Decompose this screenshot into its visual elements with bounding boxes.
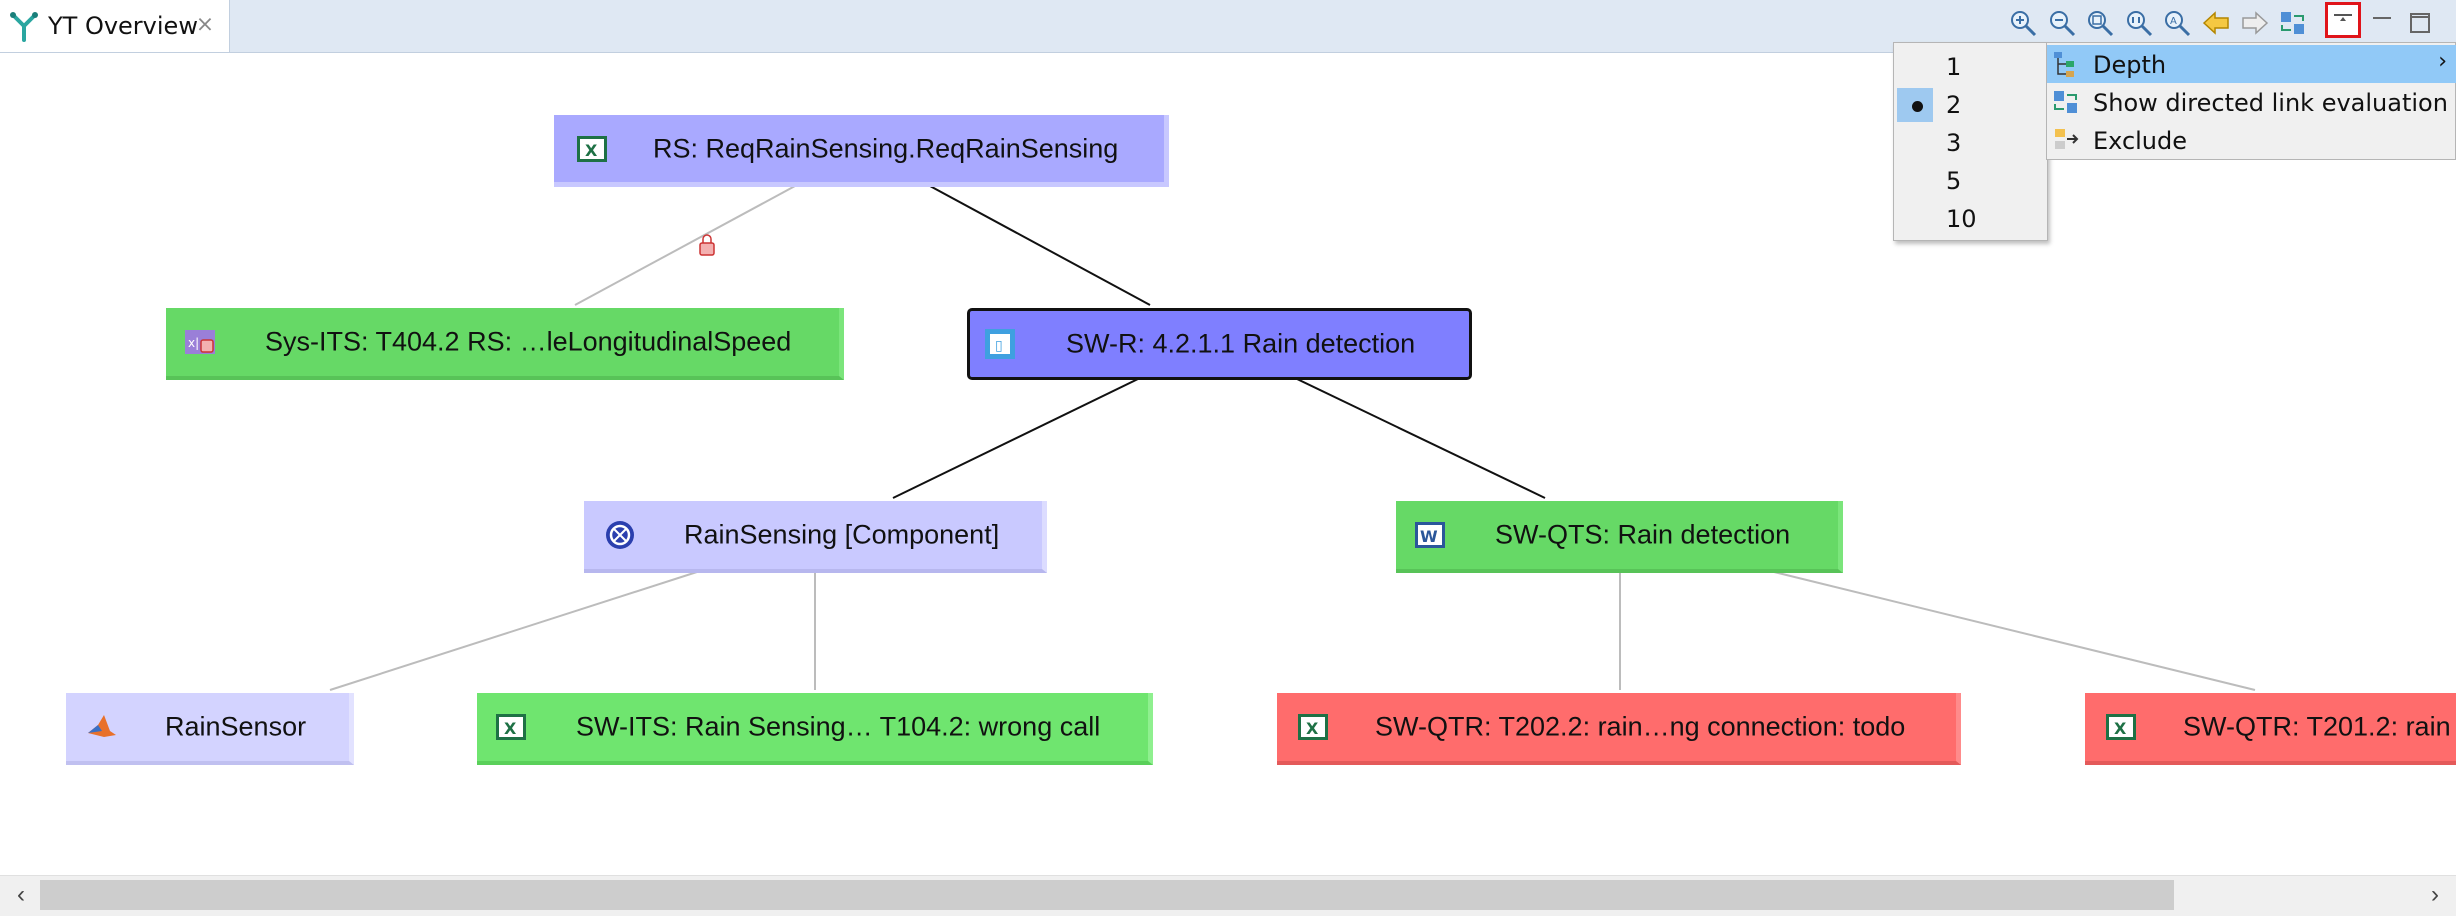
svg-text:X: X: [2114, 719, 2127, 738]
scroll-left-icon[interactable]: ‹: [17, 881, 25, 908]
graph-edges: [329, 185, 2256, 691]
component-icon: [604, 519, 636, 551]
node-sys-its[interactable]: x| Sys-ITS: T404.2 RS: …leLongitudinalSp…: [166, 308, 844, 380]
depth-option-10[interactable]: 10: [1946, 205, 1977, 233]
menu-item-show-directed-link-evaluation[interactable]: Show directed link evaluation: [2047, 83, 2456, 121]
scrollbar-thumb[interactable]: [40, 880, 2174, 910]
depth-option-5[interactable]: 5: [1946, 167, 1962, 195]
svg-text:x|: x|: [188, 336, 199, 350]
node-label: RS: ReqRainSensing.ReqRainSensing: [653, 133, 1119, 163]
edge-swr-rainsensing: [892, 377, 1141, 499]
node-label: Sys-ITS: T404.2 RS: …leLongitudinalSpeed: [265, 326, 792, 357]
submenu-arrow-icon: ›: [2438, 49, 2447, 74]
excel-icon: X: [2105, 711, 2137, 743]
node-sw-r[interactable]: ▯ SW-R: 4.2.1.1 Rain detection: [967, 308, 1472, 380]
node-sw-qts[interactable]: W SW-QTS: Rain detection: [1396, 501, 1843, 573]
close-tab-icon[interactable]: ⨯: [195, 11, 215, 36]
test-spec-lock-icon: x|: [184, 326, 216, 358]
view-dropdown-menu: Depth › Show directed link evaluation Ex…: [2046, 42, 2456, 160]
node-label: SW-ITS: Rain Sensing… T104.2: wrong call: [576, 711, 1101, 742]
refresh-link-icon[interactable]: [2278, 8, 2308, 38]
depth-option-3[interactable]: 3: [1946, 129, 1962, 157]
node-sw-qtr-t201[interactable]: X SW-QTR: T201.2: rain: [2085, 693, 2456, 765]
svg-text:X: X: [504, 719, 517, 738]
zoom-text-icon[interactable]: A: [2162, 8, 2192, 38]
depth-option-1[interactable]: 1: [1946, 53, 1962, 81]
excel-icon: X: [1297, 711, 1329, 743]
svg-text:W: W: [1420, 527, 1438, 546]
node-label: SW-QTR: T202.2: rain…ng connection: todo: [1375, 711, 1906, 742]
excel-icon: X: [576, 133, 608, 165]
edge-lock-icon: [699, 234, 715, 256]
node-sw-its[interactable]: X SW-ITS: Rain Sensing… T104.2: wrong ca…: [477, 693, 1153, 765]
depth-submenu: 1 2 3 5 10: [1893, 42, 2048, 241]
node-label: SW-R: 4.2.1.1 Rain detection: [1066, 328, 1416, 359]
minimize-icon[interactable]: [2367, 8, 2397, 38]
tab-title: YT Overview: [48, 12, 198, 40]
directed-link-icon: [2051, 87, 2081, 117]
maximize-icon[interactable]: [2405, 8, 2435, 38]
yt-logo-icon: [8, 12, 40, 42]
tab-yt-overview[interactable]: YT Overview ⨯: [0, 0, 230, 52]
depth-tree-icon: [2051, 49, 2081, 79]
zoom-in-icon[interactable]: [2008, 8, 2038, 38]
zoom-out-icon[interactable]: [2047, 8, 2077, 38]
back-arrow-icon[interactable]: [2201, 8, 2231, 38]
edge-swr-swqts: [1294, 377, 1546, 499]
edge-rs-sysits: [574, 185, 796, 306]
word-icon: W: [1414, 519, 1446, 551]
edge-rs-swr: [929, 185, 1151, 306]
editor-tab-bar: YT Overview ⨯ A: [0, 0, 2456, 53]
menu-item-depth[interactable]: Depth ›: [2047, 45, 2456, 83]
node-sw-qtr-t202[interactable]: X SW-QTR: T202.2: rain…ng connection: to…: [1277, 693, 1961, 765]
menu-item-exclude[interactable]: Exclude: [2047, 121, 2456, 159]
depth-option-2[interactable]: 2: [1894, 85, 2047, 123]
view-menu-icon: [2334, 14, 2352, 21]
svg-text:X: X: [585, 141, 598, 160]
horizontal-scrollbar[interactable]: ‹ ›: [0, 875, 2456, 916]
exclude-icon: [2051, 125, 2081, 155]
svg-text:X: X: [1306, 719, 1319, 738]
selected-indicator: [1897, 88, 1933, 122]
zoom-fit-icon[interactable]: [2085, 8, 2115, 38]
edge-swqts-swqtr2: [1769, 570, 2256, 691]
excel-icon: X: [495, 711, 527, 743]
node-label: RainSensing [Component]: [684, 519, 1000, 550]
svg-text:A: A: [2170, 16, 2177, 27]
node-label: SW-QTR: T201.2: rain: [2183, 711, 2451, 742]
node-rs[interactable]: X RS: ReqRainSensing.ReqRainSensing: [554, 115, 1169, 187]
zoom-actual-icon[interactable]: [2124, 8, 2154, 38]
scroll-right-icon[interactable]: ›: [2431, 881, 2439, 908]
svg-text:▯: ▯: [995, 338, 1003, 354]
node-rainsensor[interactable]: RainSensor: [66, 693, 354, 765]
matlab-icon: [86, 711, 118, 743]
edge-rainsensing-rainsensor: [329, 570, 701, 691]
graph-canvas[interactable]: X RS: ReqRainSensing.ReqRainSensing x| S…: [0, 53, 2456, 875]
node-label: SW-QTS: Rain detection: [1495, 519, 1791, 550]
forward-arrow-icon[interactable]: [2240, 8, 2270, 38]
node-rainsensing[interactable]: RainSensing [Component]: [584, 501, 1047, 573]
view-menu-button[interactable]: [2325, 2, 2361, 38]
requirement-icon: ▯: [984, 328, 1016, 360]
node-label: RainSensor: [165, 711, 307, 742]
